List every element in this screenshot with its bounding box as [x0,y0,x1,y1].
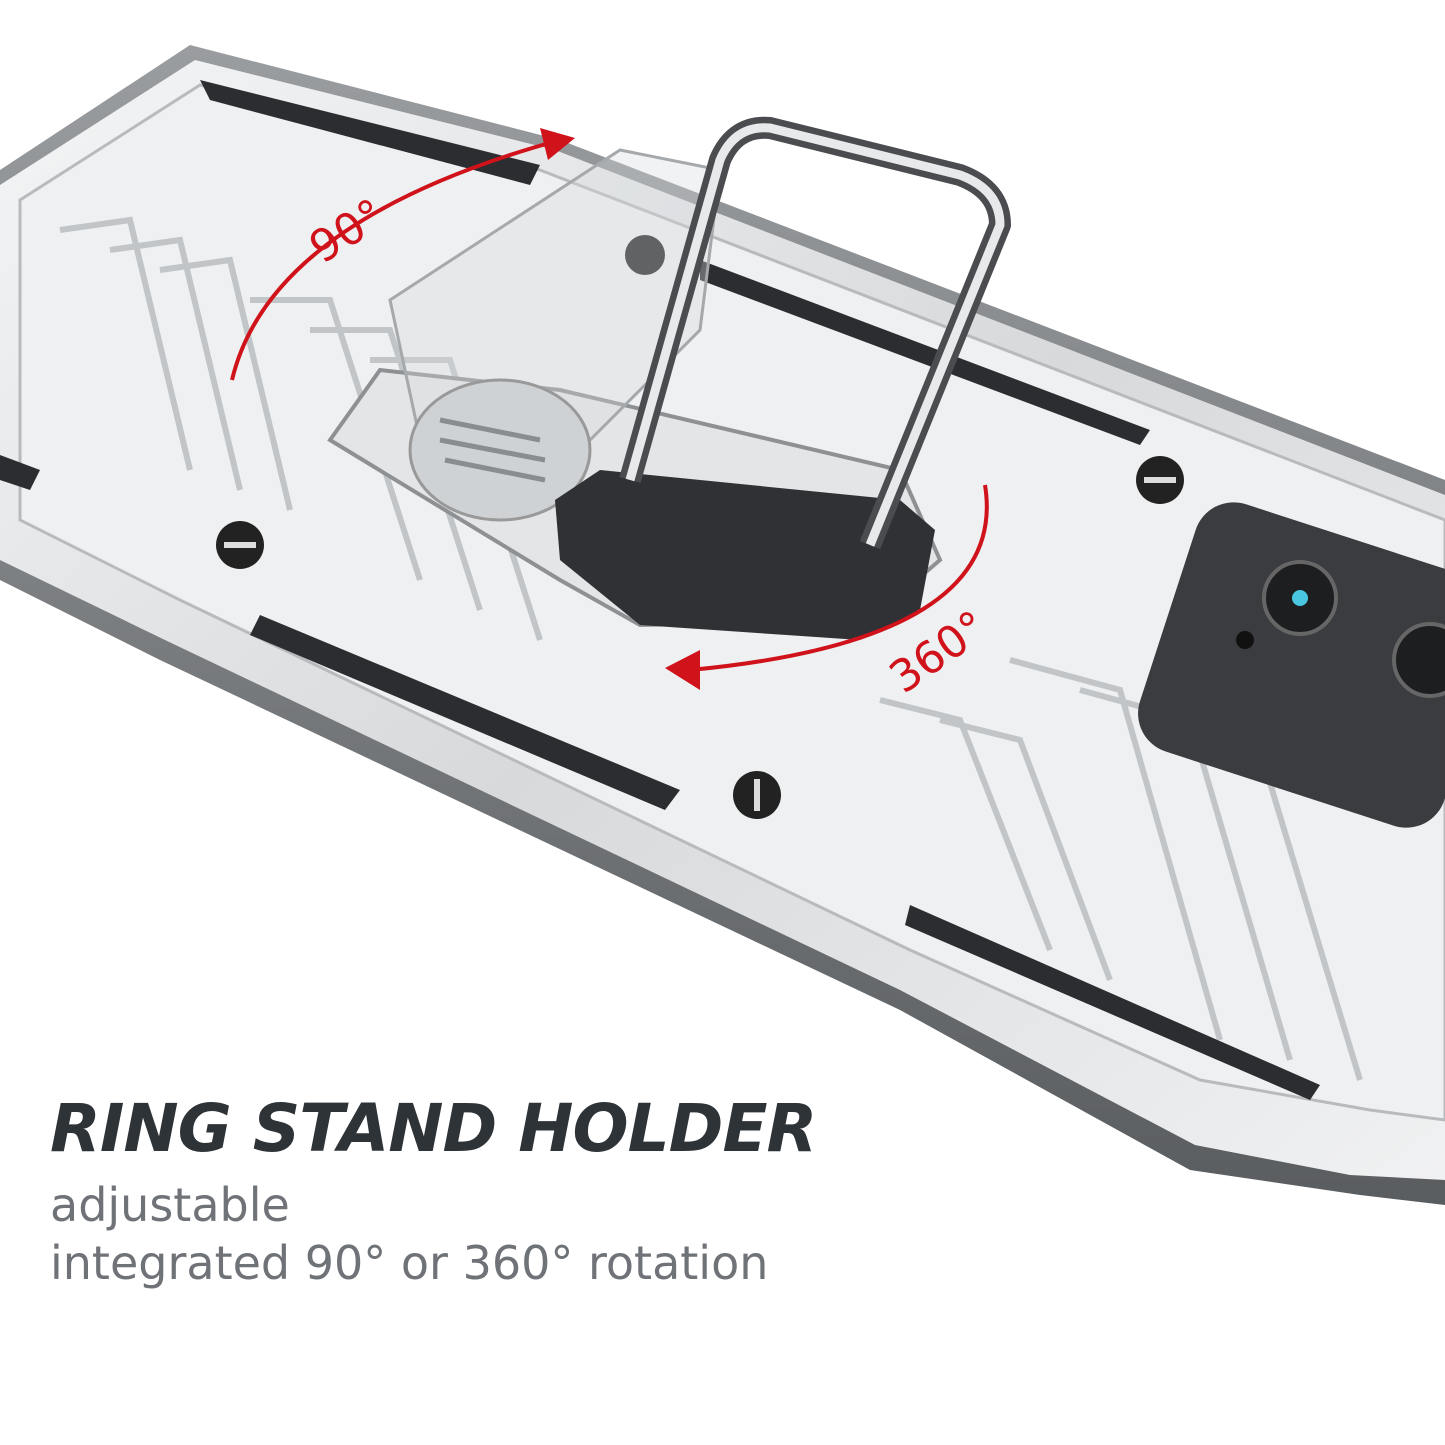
product-subtitle-line2: integrated 90° or 360° rotation [50,1236,769,1290]
product-title: RING STAND HOLDER [50,1090,817,1167]
product-subtitle-line1: adjustable [50,1178,290,1232]
camera-module [1138,502,1445,828]
ring-stand [327,116,1011,640]
screws [216,235,1184,819]
dark-grip-strips [0,80,1320,1100]
